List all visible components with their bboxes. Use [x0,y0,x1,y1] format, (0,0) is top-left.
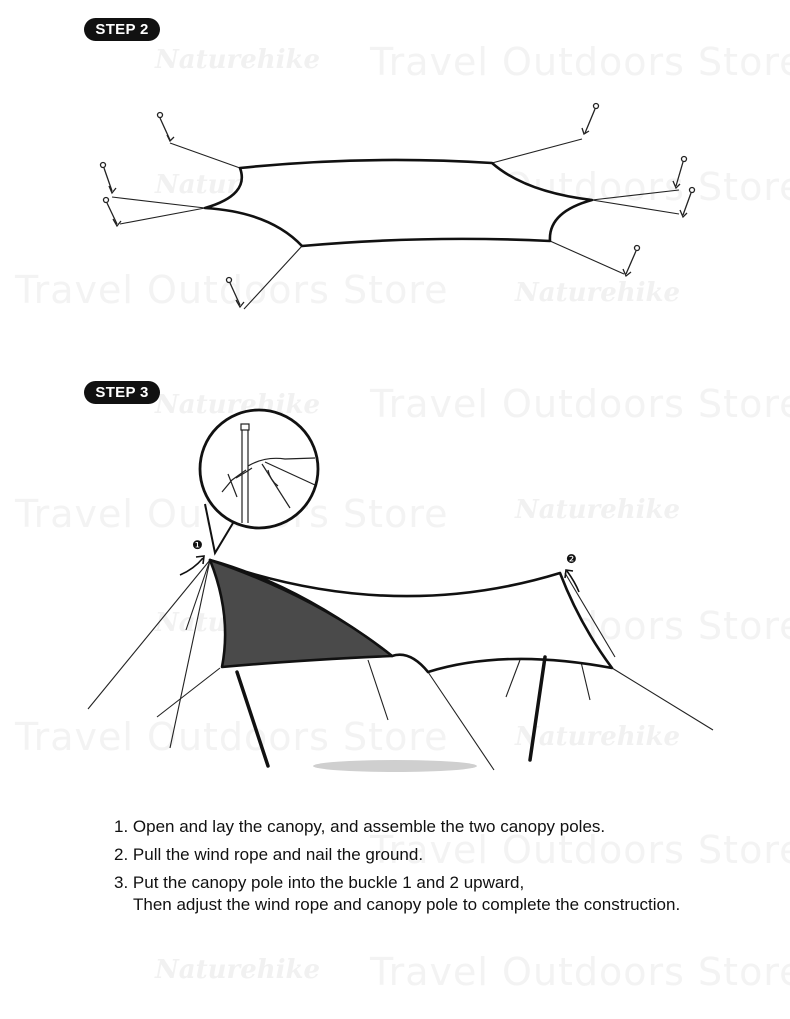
stake-icon [156,111,175,143]
instruction-item-1: 1. Open and lay the canopy, and assemble… [114,816,754,838]
instructions-list: 1. Open and lay the canopy, and assemble… [114,816,754,922]
stake-icon [672,155,688,190]
canopy-poles [235,655,547,768]
step-3-badge: STEP 3 [84,381,160,404]
instruction-text: 2. Pull the wind rope and nail the groun… [114,845,424,864]
step-3-guy-ropes [87,559,714,771]
arrow-up-icon [566,570,580,593]
buckle-marker-2: ❷ [566,552,577,566]
stake-icon [102,196,122,228]
stake-icon [99,161,117,195]
step-2-canopy-outline [203,158,594,248]
ground-shadow [313,760,477,772]
step-2-ground-stakes [99,102,696,309]
step-2-badge: STEP 2 [84,18,160,41]
instruction-text: 1. Open and lay the canopy, and assemble… [114,817,606,836]
stake-icon [225,276,245,309]
canopy-underside [208,558,394,669]
instruction-text: 3. Put the canopy pole into the buckle 1… [114,873,525,892]
instruction-item-2: 2. Pull the wind rope and nail the groun… [114,844,754,866]
instruction-item-3: 3. Put the canopy pole into the buckle 1… [114,872,754,916]
buckle-detail-callout [198,408,320,556]
stake-icon [622,244,641,278]
buckle-marker-1: ❶ [192,538,203,552]
stake-icon [679,186,696,219]
instruction-continuation: Then adjust the wind rope and canopy pol… [133,895,681,914]
stake-icon [581,102,600,135]
arrow-up-icon [179,557,204,576]
buckle-arrows [179,555,580,593]
